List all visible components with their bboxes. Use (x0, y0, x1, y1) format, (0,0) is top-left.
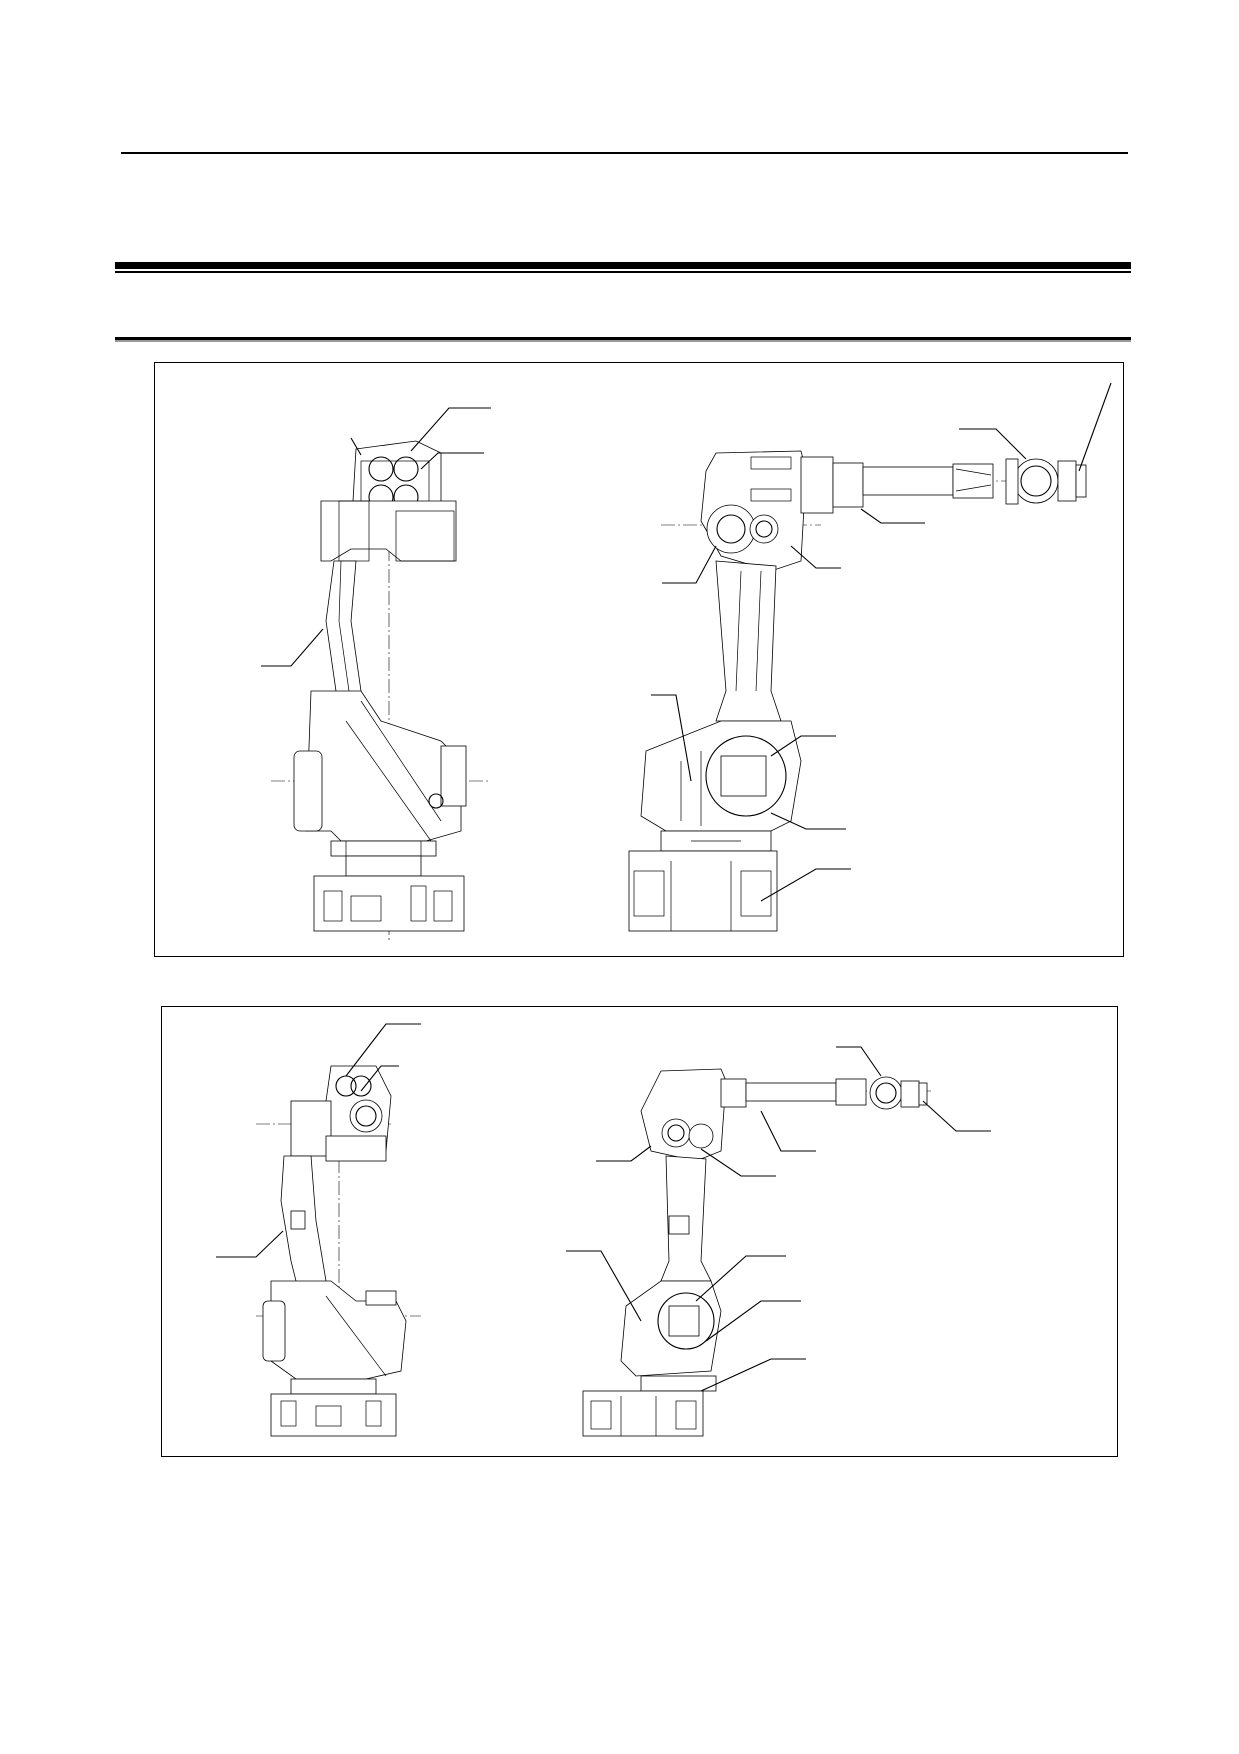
base-plate (582, 1390, 704, 1437)
leader-line (360, 1065, 399, 1092)
base-plate (313, 875, 465, 932)
robot-side-view (216, 1023, 421, 1437)
header-rule (121, 152, 1128, 154)
robot-front-view (566, 1046, 991, 1437)
leader-line (651, 694, 692, 782)
forearm (745, 1082, 837, 1102)
turntable (290, 1378, 377, 1395)
leader-line (959, 428, 1027, 460)
leader-line (410, 407, 491, 452)
leader-line (662, 545, 717, 584)
section-rule (115, 337, 1131, 340)
base-plate (270, 1393, 397, 1437)
leader-line (760, 1110, 816, 1152)
motor-side (440, 745, 467, 807)
leader-line (695, 1255, 786, 1302)
leader-line (860, 508, 925, 524)
figure-1-drawing (261, 382, 1112, 941)
leader-line (700, 1358, 806, 1392)
lower-arm (715, 560, 782, 722)
leader-line (922, 1100, 991, 1132)
forearm (862, 466, 954, 496)
upper-arm-block (290, 1100, 332, 1157)
wrist-flange (869, 1076, 903, 1110)
base-plate (628, 850, 778, 932)
leader-line (1078, 382, 1112, 472)
leader-line (770, 735, 836, 757)
base-body (305, 690, 462, 842)
base-body (270, 1280, 407, 1380)
leader-line (345, 1023, 421, 1077)
leader-line (261, 628, 324, 667)
upper-arm-block (320, 500, 457, 562)
leader-line (836, 1046, 882, 1077)
robot-front-view (628, 382, 1112, 932)
leader-line (700, 1148, 776, 1177)
leader-line (790, 545, 841, 569)
motor (293, 750, 323, 832)
turntable (330, 840, 437, 857)
leader-line (420, 452, 484, 470)
figure-2-drawing (216, 1023, 991, 1437)
leader-line (760, 868, 851, 902)
leader-line (566, 1250, 642, 1322)
figure-1-frame (154, 362, 1124, 957)
leader-line (770, 812, 846, 830)
figure-2-frame (161, 1006, 1118, 1457)
section-heading-bar (115, 262, 1131, 269)
leader-line (705, 1300, 801, 1342)
joint-3-housing (640, 1068, 727, 1162)
section-heading-bar-underline (115, 271, 1131, 273)
robot-side-view (261, 407, 491, 941)
leader-line (216, 1230, 284, 1258)
leader-line (596, 1145, 652, 1162)
section-rule-shadow (115, 340, 1131, 342)
leader-line (350, 437, 362, 456)
motor (262, 1300, 286, 1362)
